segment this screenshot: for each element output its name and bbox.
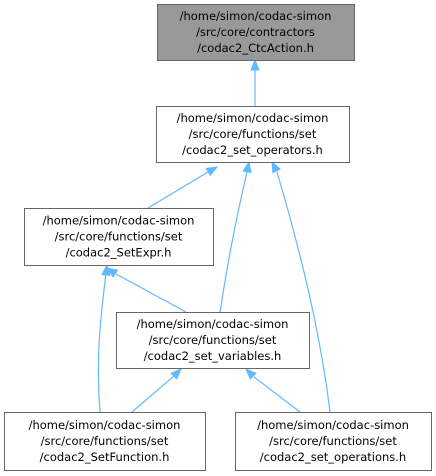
edge-setfunction-to-set_variables — [131, 368, 182, 413]
node-set_operators[interactable]: /home/simon/codac-simon/src/core/functio… — [156, 106, 350, 163]
node-label-line: /src/core/functions/set — [41, 434, 169, 448]
node-label-line: /codac2_SetExpr.h — [66, 246, 172, 260]
edge-arrowhead — [245, 368, 257, 380]
node-setexpr[interactable]: /home/simon/codac-simon/src/core/functio… — [24, 208, 214, 266]
edge-arrowhead — [101, 263, 111, 276]
edge-set_operations-to-set_variables — [245, 368, 301, 413]
node-label-line: /codac2_set_operators.h — [182, 143, 323, 157]
node-ctcaction: /home/simon/codac-simon/src/core/contrac… — [157, 4, 355, 61]
edge-setfunction-to-setexpr — [97, 263, 111, 413]
edge-set_variables-to-set_operators — [219, 160, 252, 313]
node-label-line: /src/core/functions/set — [189, 127, 317, 141]
node-label-line: /codac2_set_variables.h — [144, 349, 282, 363]
edge-set_operations-to-set_operators — [271, 160, 331, 413]
node-label-line: /src/core/functions/set — [55, 230, 183, 244]
node-set_variables[interactable]: /home/simon/codac-simon/src/core/functio… — [116, 312, 310, 369]
edge-arrowhead — [271, 160, 281, 174]
node-label-line: /codac2_CtcAction.h — [197, 41, 314, 55]
node-label-line: /src/core/contractors — [196, 25, 315, 39]
node-box — [156, 106, 350, 163]
edge-arrowhead — [170, 368, 182, 380]
nodes-layer: /home/simon/codac-simon/src/core/contrac… — [4, 4, 432, 471]
edge-arrowhead — [242, 160, 252, 174]
edge-line — [131, 375, 175, 413]
node-box — [24, 208, 214, 266]
node-label-line: /home/simon/codac-simon — [177, 111, 329, 125]
edge-line — [115, 273, 187, 313]
edge-line — [97, 273, 107, 413]
node-label-line: /home/simon/codac-simon — [137, 317, 289, 331]
node-label-line: /codac2_set_operations.h — [260, 450, 406, 464]
node-label-line: /home/simon/codac-simon — [43, 214, 195, 228]
node-label-line: /home/simon/codac-simon — [257, 418, 409, 432]
node-label-line: /codac2_SetFunction.h — [40, 450, 170, 464]
edge-arrowhead — [250, 58, 260, 71]
node-box — [235, 412, 432, 471]
edge-set_operators-to-ctcaction — [250, 58, 260, 106]
edge-line — [147, 171, 209, 209]
node-setfunction[interactable]: /home/simon/codac-simon/src/core/functio… — [4, 412, 206, 471]
node-box — [4, 412, 206, 471]
edge-set_variables-to-setexpr — [105, 267, 187, 313]
node-label-line: /home/simon/codac-simon — [180, 9, 332, 23]
edge-setexpr-to-set_operators — [147, 166, 219, 209]
node-label-line: /src/core/functions/set — [269, 434, 397, 448]
edge-arrowhead — [105, 267, 119, 278]
edges-layer — [97, 58, 331, 413]
node-set_operations[interactable]: /home/simon/codac-simon/src/core/functio… — [235, 412, 432, 471]
node-box — [116, 312, 310, 369]
edge-arrowhead — [205, 166, 219, 177]
node-label-line: /src/core/functions/set — [149, 333, 277, 347]
edge-line — [219, 171, 248, 313]
edge-line — [276, 171, 331, 413]
edge-line — [253, 376, 301, 413]
node-box — [157, 4, 355, 61]
node-label-line: /home/simon/codac-simon — [29, 418, 181, 432]
